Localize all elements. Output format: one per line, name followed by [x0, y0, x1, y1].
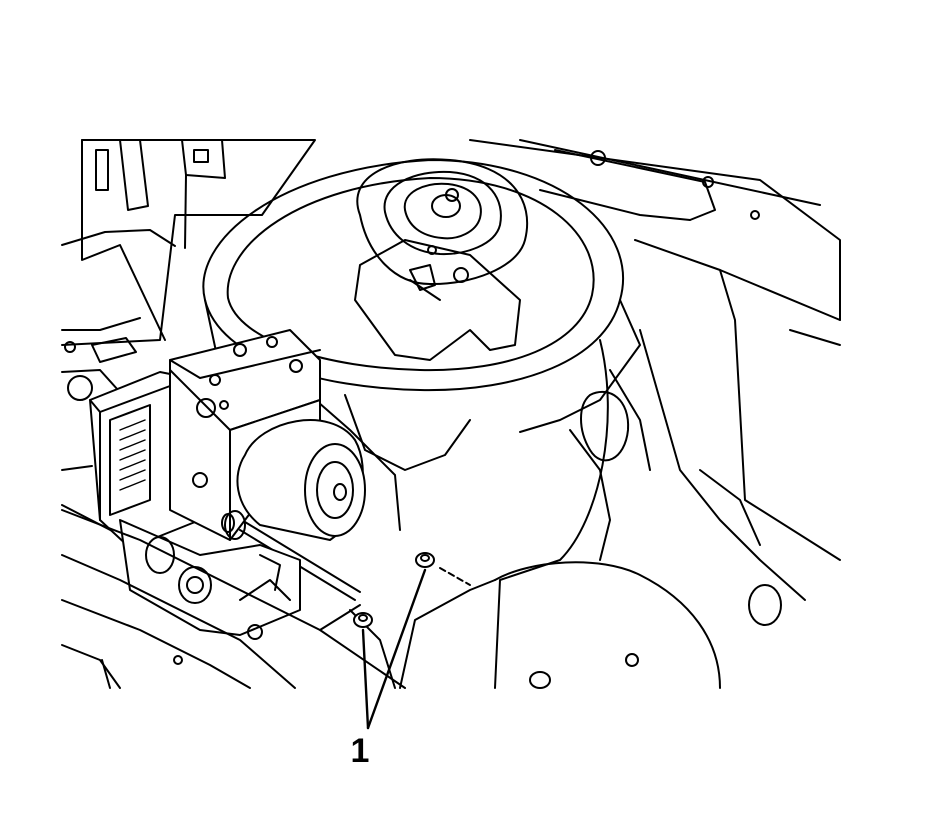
- mounting-nut-lower: [353, 612, 373, 628]
- strut-tower-dome: [202, 158, 641, 531]
- callout-label-1: 1: [350, 732, 370, 770]
- callout-leader-lines: [361, 568, 427, 730]
- left-body-panel: [61, 139, 316, 536]
- mounting-nut-upper: [415, 552, 471, 586]
- abs-modulator-assembly: [89, 329, 366, 640]
- lower-frame-rail: [61, 509, 406, 689]
- right-body-panel: [399, 139, 841, 689]
